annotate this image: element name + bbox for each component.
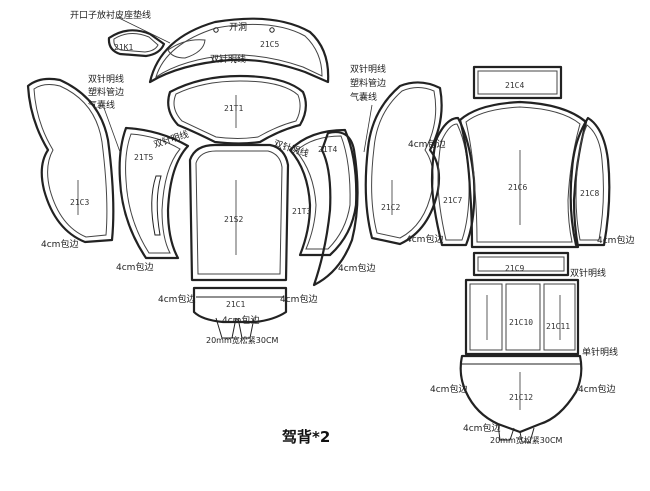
note-wrap-c12-bottom: 4cm包边 — [463, 424, 501, 434]
piece-21c3-inner — [33, 84, 108, 238]
piece-code-21c7: 21C7 — [443, 196, 463, 205]
piece-21c7-inner — [437, 123, 470, 241]
note-wrap-c1-bottom: 4cm包边 — [222, 316, 260, 326]
leader-double-top — [229, 56, 237, 64]
piece-21t4-outline — [312, 131, 359, 287]
piece-21c12-tabs — [497, 423, 535, 443]
piece-21t5-outline — [118, 126, 190, 260]
note-airbag-right: 气囊线 — [350, 93, 378, 103]
piece-code-21t3: 21T3 — [292, 207, 312, 216]
piece-code-21c3: 21C3 — [70, 198, 90, 207]
note-double-right: 双针明线 — [350, 65, 387, 75]
piece-21t5-inner — [125, 133, 181, 254]
note-double-left: 双针明线 — [88, 75, 125, 85]
note-loose-c1: 20mm宽松紧30CM — [206, 336, 279, 345]
note-wrap-c1-right: 4cm包边 — [280, 295, 318, 305]
piece-21c10-block — [464, 278, 580, 356]
piece-21c5-inner — [155, 23, 323, 79]
piece-code-21c4: 21C4 — [505, 81, 525, 90]
piece-code-21c1: 21C1 — [226, 300, 246, 309]
piece-21c5-hole — [167, 39, 206, 59]
note-plastic-left: 塑料管边 — [88, 88, 125, 98]
piece-code-21c5: 21C5 — [260, 40, 280, 49]
leader-right-notes — [363, 104, 373, 153]
piece-21c6-outline — [458, 100, 588, 249]
piece-21c5-dot-left — [213, 27, 219, 33]
note-open-hole: 开洞 — [229, 23, 248, 33]
piece-code-21s2: 21S2 — [224, 215, 244, 224]
piece-code-21c10: 21C10 — [509, 318, 534, 327]
piece-code-21k1: 21K1 — [114, 43, 134, 52]
piece-code-21c11: 21C11 — [546, 322, 571, 331]
note-double-top: 双针明线 — [210, 55, 247, 65]
piece-21c3-outline — [26, 77, 115, 244]
piece-21k1-inner — [113, 33, 159, 53]
piece-21s2-inner — [195, 150, 283, 275]
piece-21c8-outline — [569, 116, 611, 247]
note-wrap-c12-right: 4cm包边 — [578, 385, 616, 395]
piece-code-21c9: 21C9 — [505, 264, 525, 273]
piece-21c1-outline — [192, 286, 288, 324]
note-plastic-right: 塑料管边 — [350, 79, 387, 89]
piece-21c6-inner — [465, 106, 581, 243]
piece-21t1-outline — [167, 74, 307, 145]
note-loose-c12: 20mm宽松紧30CM — [490, 436, 563, 445]
piece-21c10-left — [469, 283, 503, 351]
piece-21c8-inner — [575, 124, 604, 241]
note-single-c10: 单针明线 — [582, 348, 619, 358]
note-wrap-c6: 4cm包边 — [406, 235, 444, 245]
note-wrap-c2: 4cm包边 — [408, 140, 446, 150]
note-double-c9: 双针明线 — [570, 269, 607, 279]
note-wrap-c3: 4cm包边 — [41, 240, 79, 250]
piece-code-21t5: 21T5 — [134, 153, 154, 162]
piece-code-21c8: 21C8 — [580, 189, 600, 198]
piece-21c5-outline — [148, 17, 330, 84]
piece-21c4-outline — [472, 65, 563, 100]
drawing-title: 驾背*2 — [282, 428, 331, 446]
piece-21c2-inner — [371, 87, 437, 239]
piece-21c4-inner — [477, 70, 558, 95]
piece-code-21c12: 21C12 — [509, 393, 534, 402]
note-wrap-c12-left: 4cm包边 — [430, 385, 468, 395]
piece-21c9-inner — [477, 256, 565, 272]
piece-21c2-outline — [364, 81, 443, 246]
piece-21c10-mid — [505, 283, 541, 351]
piece-code-21t4: 21T4 — [318, 145, 338, 154]
piece-21c12-outline — [459, 354, 583, 434]
piece-21c5-dot-right — [269, 27, 275, 33]
note-opening: 开口子放衬皮座垫线 — [70, 11, 152, 21]
piece-21t5-strip — [151, 175, 162, 236]
piece-21t1-inner — [173, 80, 301, 139]
piece-code-21c6: 21C6 — [508, 183, 528, 192]
piece-code-21t1: 21T1 — [224, 104, 244, 113]
note-wrap-t3: 4cm包边 — [338, 264, 376, 274]
piece-21c11-right — [543, 283, 576, 351]
note-airbag-left: 气囊线 — [88, 101, 116, 111]
piece-21t3-outline — [288, 128, 358, 257]
note-wrap-c1-left: 4cm包边 — [158, 295, 196, 305]
piece-21c1-tabs — [215, 317, 255, 339]
piece-21c9-outline — [472, 251, 570, 277]
piece-21k1-outline — [107, 29, 166, 58]
piece-code-21c2: 21C2 — [381, 203, 401, 212]
note-wrap-t5: 4cm包边 — [116, 263, 154, 273]
leader-left-notes — [103, 107, 121, 153]
leader-opening-note — [116, 16, 171, 44]
piece-21t3-inner — [295, 135, 351, 250]
note-wrap-c8: 4cm包边 — [597, 236, 635, 246]
piece-21s2-outline — [188, 143, 290, 282]
